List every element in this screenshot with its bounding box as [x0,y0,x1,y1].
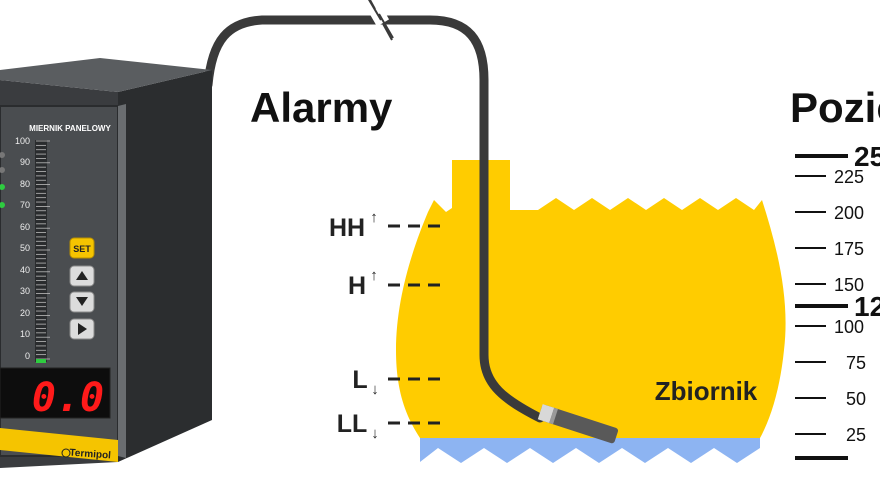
set-button[interactable]: SET [69,237,95,259]
level-label: 200 [834,203,864,223]
triangle-right-icon [78,323,87,335]
scale-label: 40 [20,265,30,275]
scale-label: 20 [20,308,30,318]
scale-label: 0 [25,351,30,361]
alarm-l-label: L [352,366,367,394]
alarm-hh-arrow: ↑ [370,209,378,226]
scale-label: 10 [20,329,30,339]
tank-body [396,160,786,438]
meter-title: MIERNIK PANELOWY [29,124,111,133]
scale-label: 100 [15,136,30,146]
scale-label: 50 [20,243,30,253]
tank-label: Zbiornik [655,376,758,406]
level-sensor-probe [537,404,619,444]
scale-label: 90 [20,157,30,167]
status-led-on [0,184,5,190]
alarm-levels: HH ↑ H ↑ L ↓ LL ↓ [329,209,442,442]
alarm-l: L ↓ [352,366,442,398]
level-major-label: 25 [854,141,880,172]
alarm-hh-label: HH [329,214,365,242]
down-button[interactable] [69,291,95,313]
scale-label: 60 [20,222,30,232]
alarm-h-label: H [348,272,366,300]
alarm-ll: LL ↓ [337,410,442,442]
level-scale: 25 225 200 175 150 12 100 75 50 25 [795,141,880,460]
status-led-off [0,167,5,173]
level-label: 50 [846,389,866,409]
heading-alarms: Alarmy [250,84,393,131]
water-layer [420,438,760,463]
triangle-up-icon [76,271,88,280]
level-major-label: 12 [854,291,880,322]
level-label: 100 [834,317,864,337]
scale-label: 30 [20,286,30,296]
enter-button[interactable] [69,318,95,340]
status-led-on [0,202,5,208]
level-label: 150 [834,275,864,295]
status-led-off [0,152,5,158]
brand-logo-icon [61,448,71,458]
brand-label: Termipol [69,448,111,462]
tank: Zbiornik [396,155,786,463]
meter-display-value: 0.0 [32,375,104,421]
up-button[interactable] [69,265,95,287]
meter-brand-strip [0,428,118,462]
level-label: 225 [834,167,864,187]
alarm-h-arrow: ↑ [370,267,378,284]
triangle-down-icon [76,297,88,306]
scale-label: 80 [20,179,30,189]
level-label: 175 [834,239,864,259]
meter-bargraph [35,140,50,363]
scale-label: 70 [20,200,30,210]
meter-display [0,367,111,419]
alarm-ll-arrow: ↓ [371,425,379,442]
set-button-label: SET [73,244,91,254]
panel-meter: MIERNIK PANELOWY 100 90 80 70 60 50 40 3… [0,58,212,468]
alarm-hh: HH ↑ [329,209,442,242]
meter-scale-labels: 100 90 80 70 60 50 40 30 20 10 0 [15,136,30,361]
bargraph-active-segment [36,359,46,363]
level-label: 75 [846,353,866,373]
alarm-h: H ↑ [348,267,442,300]
heading-level: Pozio [790,84,880,131]
alarm-l-arrow: ↓ [371,381,379,398]
alarm-ll-label: LL [337,410,368,438]
level-label: 25 [846,425,866,445]
